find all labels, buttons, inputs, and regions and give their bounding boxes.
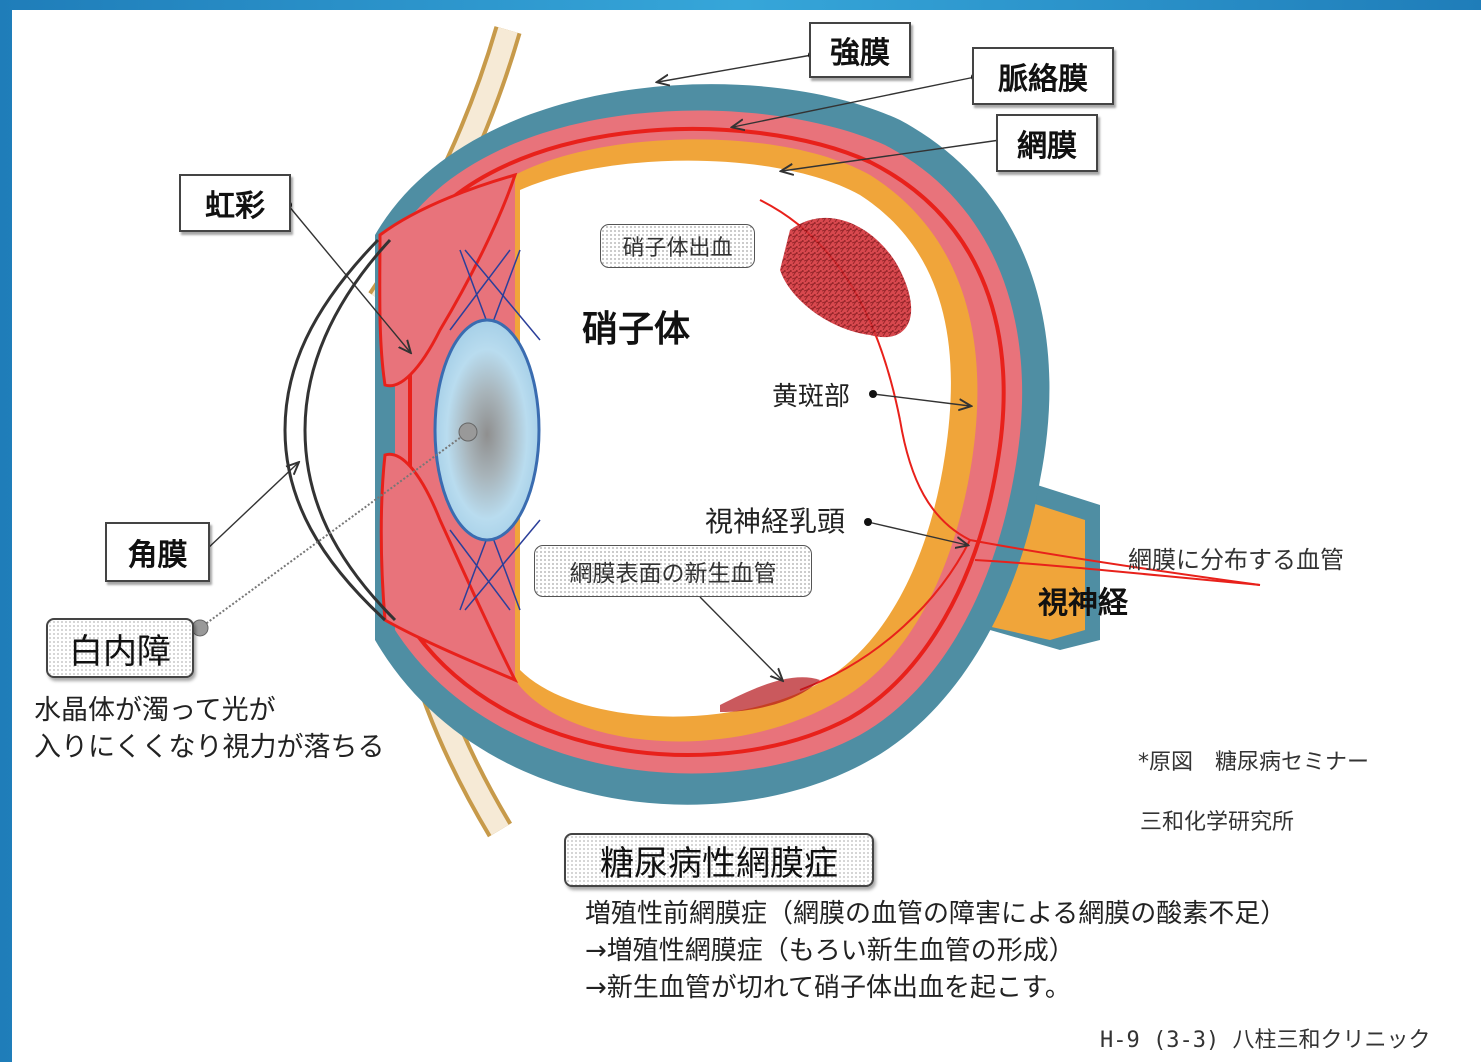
cataract-desc-line1: 水晶体が濁って光が [34, 692, 384, 729]
label-vitreous-hemorrhage: 硝子体出血 [600, 224, 755, 268]
label-retina: 網膜 [996, 114, 1098, 172]
source-line2: 三和化学研究所 [1140, 804, 1294, 836]
label-optic-disc: 視神経乳頭 [705, 500, 845, 540]
pointer-sclera [658, 55, 812, 82]
cataract-description: 水晶体が濁って光が 入りにくくなり視力が落ちる [34, 692, 384, 766]
pointer-cornea [206, 463, 298, 550]
footer-credit: H-9 (3-3) 八柱三和クリニック [1100, 1022, 1430, 1054]
cornea-shape [285, 240, 385, 620]
cataract-desc-line2: 入りにくくなり視力が落ちる [34, 729, 384, 766]
retinopathy-line2: →増殖性網膜症（もろい新生血管の形成） [585, 933, 1286, 970]
retinopathy-notes: 増殖性前網膜症（網膜の血管の障害による網膜の酸素不足） →増殖性網膜症（もろい新… [585, 896, 1286, 1007]
label-iris: 虹彩 [179, 174, 291, 232]
label-retinal-vessels: 網膜に分布する血管 [1128, 540, 1344, 575]
lens-shape [435, 320, 539, 540]
cataract-title: 白内障 [46, 618, 194, 678]
label-macula: 黄斑部 [772, 376, 850, 413]
label-neovascularization: 網膜表面の新生血管 [534, 545, 812, 597]
label-sclera: 強膜 [809, 22, 911, 78]
retinopathy-line3: →新生血管が切れて硝子体出血を起こす。 [585, 970, 1286, 1007]
label-cornea: 角膜 [105, 522, 210, 582]
label-vitreous: 硝子体 [582, 300, 690, 352]
retinopathy-title: 糖尿病性網膜症 [564, 833, 874, 887]
label-optic-nerve: 視神経 [1038, 578, 1128, 622]
label-choroid: 脈絡膜 [972, 47, 1114, 105]
retinopathy-line1: 増殖性前網膜症（網膜の血管の障害による網膜の酸素不足） [585, 896, 1286, 933]
source-line1: *原図 糖尿病セミナー [1138, 744, 1369, 776]
